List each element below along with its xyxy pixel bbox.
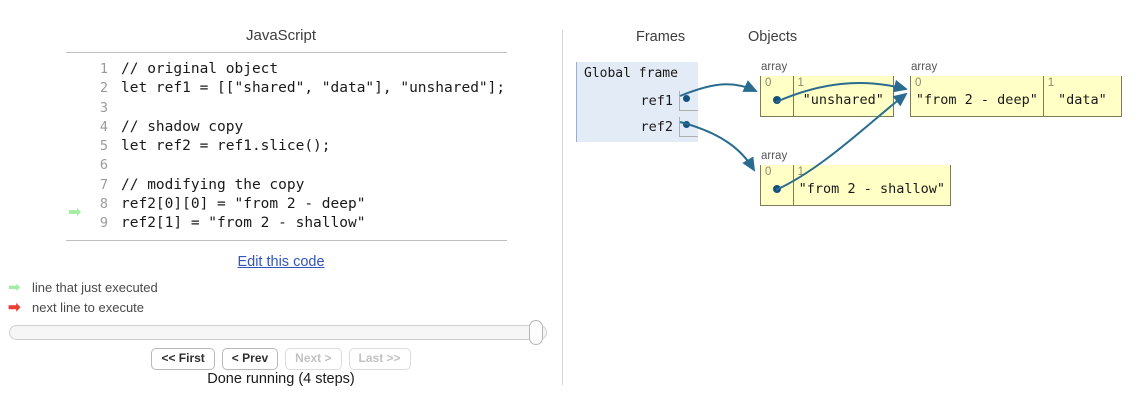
array-cell-value: "from 2 - deep" [915,92,1038,108]
navigation-buttons: << First < Prev Next > Last >> [0,348,562,370]
edit-code-link-wrapper: Edit this code [0,254,562,270]
array-object-2: 0 "from 2 - deep" 1 "data" [910,76,1122,117]
line-number: 7 [99,176,108,193]
line-number: 4 [99,118,108,135]
pointer-dot-icon [773,185,781,193]
line-code: let ref1 = [["shared", "data"], "unshare… [121,80,506,97]
execution-status-text: Done running (4 steps) [207,371,355,387]
first-step-button[interactable]: << First [151,348,215,370]
execution-arrow-slot: ➡ [66,204,88,272]
array-cell-index: 1 [1047,77,1055,89]
code-line-row[interactable]: 1 // original object [66,60,507,79]
code-line-row[interactable]: 5 let ref2 = ref1.slice(); [66,137,507,156]
pointer-dot-icon [773,96,781,104]
visualization-pane: Frames Objects Global frame ref1 ref2 ar… [562,0,1142,400]
array-cell-index: 0 [915,77,922,89]
variable-name: ref2 [640,119,673,135]
legend-just-executed-label: line that just executed [32,280,158,295]
line-code: // original object [121,61,279,77]
just-executed-arrow-icon: ➡ [8,278,21,296]
array-cell: 0 "from 2 - deep" [911,76,1044,116]
line-code: // shadow copy [121,118,244,135]
code-line-row[interactable]: 3 [66,99,507,118]
variable-value-slot [679,91,698,111]
array-object-3: 0 1 "from 2 - shallow" [760,165,951,206]
variable-value-slot [679,117,698,137]
array-cell-value: "unshared" [802,92,884,108]
prev-step-button[interactable]: < Prev [221,348,279,370]
array-cell-index: 0 [765,166,772,178]
variable-name: ref1 [640,93,673,109]
execution-step-slider[interactable] [9,325,547,340]
line-number: 1 [99,61,108,77]
objects-column-header: Objects [748,29,798,45]
code-line-row[interactable]: 6 [66,156,507,175]
line-code: let ref2 = ref1.slice(); [121,138,331,155]
code-language-title: JavaScript [245,27,317,44]
array-cell: 1 "data" [1044,76,1121,116]
code-line-row[interactable]: 7 // modifying the copy [66,176,507,195]
pointer-dot-icon [683,121,690,128]
line-number: 9 [99,215,108,232]
array-cell-index: 1 [797,77,804,89]
code-line-row[interactable]: 4 // shadow copy [66,118,507,137]
legend-next-line-label: next line to execute [32,300,145,315]
variable-row-ref1: ref1 [640,89,698,113]
code-line-row[interactable]: 8 ref2[0][0] = "from 2 - deep" [66,195,507,214]
line-code: ref2[0][0] = "from 2 - deep" [121,196,366,213]
code-pane: JavaScript 1 // original object 2 let re… [0,0,562,400]
line-number: 5 [99,138,108,155]
edit-this-code-link[interactable]: Edit this code [237,254,325,270]
just-executed-arrow-icon: ➡ [68,204,82,222]
line-code: ref2[1] = "from 2 - shallow" [121,215,366,232]
variable-row-ref2: ref2 [640,115,698,139]
array-cell: 0 [761,165,794,205]
array-object-1: 0 1 "unshared" [760,76,894,117]
array-cell: 1 "unshared" [794,76,893,116]
code-listing: 1 // original object 2 let ref1 = [["sha… [66,52,507,241]
line-number: 8 [99,196,108,213]
array-cell-value: "data" [1057,92,1107,108]
code-line-row-current[interactable]: ➡ 9 ref2[1] = "from 2 - shallow" [66,204,507,233]
array-cell-index: 1 [797,166,805,178]
object-type-label: array [761,150,788,162]
last-step-button[interactable]: Last >> [348,348,411,370]
line-number: 6 [99,157,108,174]
object-type-label: array [761,61,788,73]
frames-column-header: Frames [636,29,686,45]
global-frame-title: Global frame [584,66,678,81]
next-line-arrow-icon: ➡ [8,298,21,316]
legend-just-executed: ➡ line that just executed [8,278,158,296]
line-number: 3 [99,99,108,116]
line-code: // modifying the copy [121,176,305,193]
code-line-row[interactable]: 2 let ref1 = [["shared", "data"], "unsha… [66,79,507,98]
array-cell: 0 [761,76,794,116]
pointer-dot-icon [683,95,690,102]
array-cell: 1 "from 2 - shallow" [794,165,950,205]
object-type-label: array [911,61,938,73]
global-frame: Global frame ref1 ref2 [576,62,698,142]
next-step-button[interactable]: Next > [285,348,342,370]
line-number: 2 [99,80,108,97]
array-cell-index: 0 [765,77,772,89]
array-cell-value: "from 2 - shallow" [798,181,945,197]
execution-step-slider-handle[interactable] [529,320,543,345]
pane-divider [562,30,563,385]
legend-next-line: ➡ next line to execute [8,298,145,316]
